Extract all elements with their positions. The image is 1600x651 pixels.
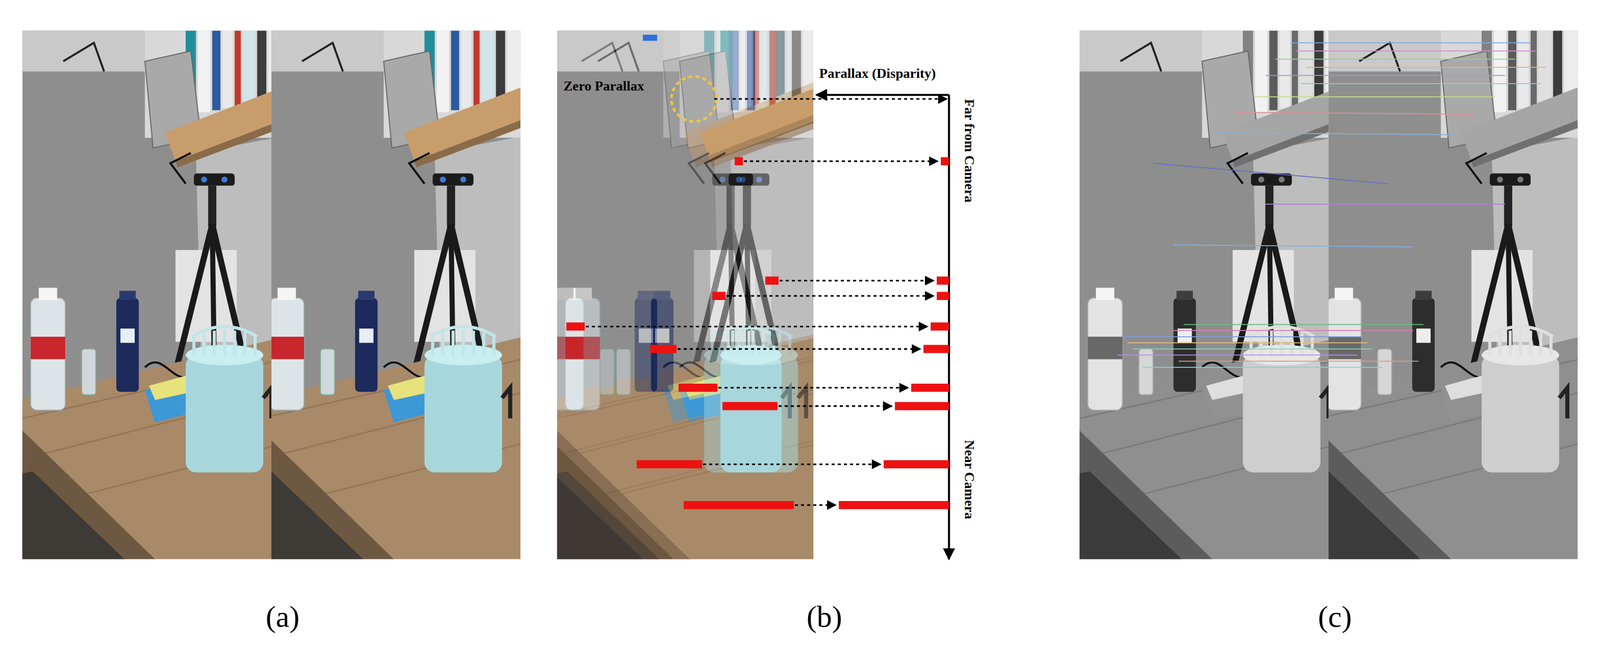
grayscale-photos (1049, 30, 1598, 559)
axis-label: Near Camera (961, 439, 977, 519)
axis-label: Far from Camera (961, 98, 977, 203)
panel-label: (a) (265, 599, 300, 634)
disparity-annotations (566, 76, 949, 559)
panel-label: (c) (1317, 599, 1352, 634)
left-photo (22, 30, 272, 559)
right-photo (271, 30, 521, 559)
overlay-photo (557, 30, 814, 559)
panel-label: (b) (806, 599, 843, 634)
feature-matches (1117, 42, 1547, 368)
callout-label: Zero Parallax (563, 78, 644, 95)
axis-label: Parallax (Disparity) (819, 66, 937, 82)
